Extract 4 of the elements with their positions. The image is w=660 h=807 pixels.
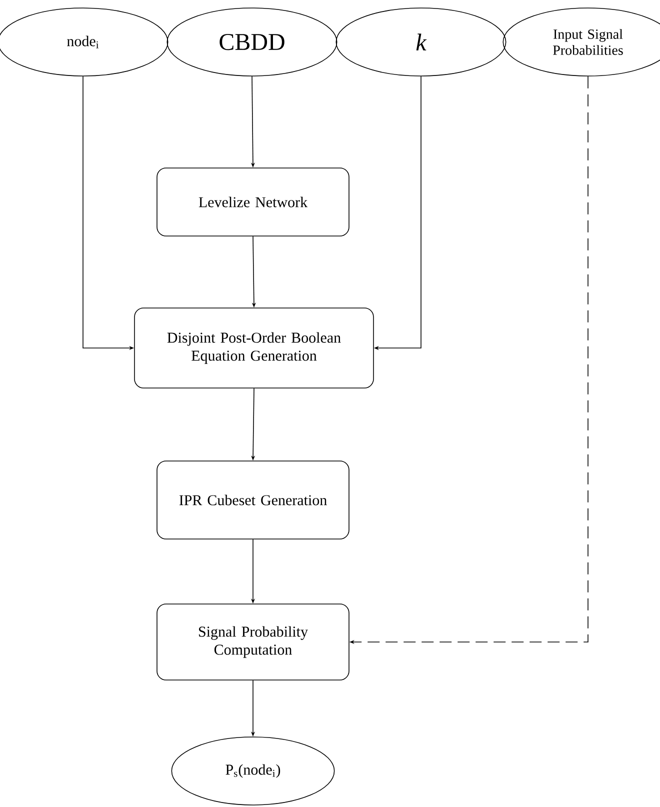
process-box: Disjoint Post-Order Boolean Equation Generation [134, 308, 374, 388]
process-box: IPR Cubeset Generation [156, 460, 350, 540]
process-box: Levelize Network [156, 168, 350, 236]
process-box: Signal Probability Computation [156, 604, 350, 680]
